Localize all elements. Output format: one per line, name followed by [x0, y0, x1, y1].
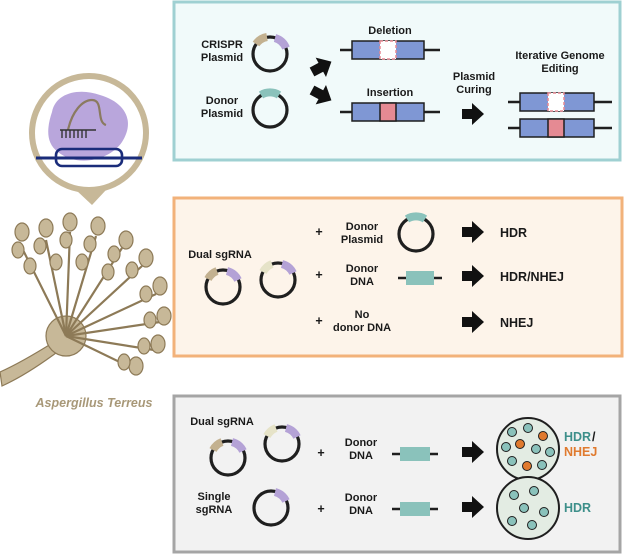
sgrna-plasmid-2: [259, 260, 297, 299]
dual-sgrna-label: Dual sgRNA: [188, 249, 252, 261]
donor-plasmid-row-1: [397, 212, 435, 253]
insertion-locus: [340, 102, 440, 122]
dual-sgrna-plasmid-1: [209, 438, 247, 477]
conidiophore: [0, 212, 172, 387]
edited-locus-deletion: [508, 92, 612, 112]
colony-mixed-outcome: [496, 417, 560, 481]
single-sgrna-label-2: sgRNA: [196, 504, 233, 516]
plasmid-curing-label-1: Plasmid: [453, 71, 495, 83]
outcome-hdr: HDR: [500, 226, 527, 240]
donor-dna-label-row2-2: DNA: [350, 276, 374, 288]
dual-sgrna-label-p3: Dual sgRNA: [190, 416, 254, 428]
outcome-hdr-nhej: HDR/NHEJ: [500, 270, 564, 284]
crispr-plasmid: [251, 33, 290, 73]
donor-dna-p3-row-2: [392, 502, 438, 516]
iterative-editing-label-1: Iterative Genome: [515, 50, 604, 62]
donor-dna-p3-row1-1: Donor: [345, 437, 378, 449]
single-sgrna-label-1: Single: [197, 491, 230, 503]
donor-dna-p3-row2-1: Donor: [345, 492, 378, 504]
crispr-plasmid-label-2: Plasmid: [201, 52, 243, 64]
outcome-slash-p3: /: [592, 430, 596, 444]
colony-hdr-outcome: [496, 476, 560, 540]
no-donor-label-2: donor DNA: [333, 322, 391, 334]
panel-sgrna-comparison: Dual sgRNA + Donor DNA: [172, 394, 622, 554]
outcome-hdr-only-p3: HDR: [564, 501, 591, 515]
panel-plasmid-editing: CRISPR Plasmid Donor Plasmid Deletion In…: [172, 0, 622, 162]
outcome-nhej-p3: NHEJ: [564, 445, 597, 459]
crispr-plasmid-label-1: CRISPR: [201, 39, 243, 51]
aspergillus-illustration: Aspergillus Terreus: [0, 73, 172, 410]
edited-locus-insertion: [508, 118, 612, 138]
outcome-hdr-p3: HDR: [564, 430, 591, 444]
donor-plasmid: [251, 88, 289, 129]
organism-label: Aspergillus Terreus: [35, 396, 153, 410]
donor-dna-p3-row1-2: DNA: [349, 450, 373, 462]
donor-plasmid-label-row1-2: Plasmid: [341, 234, 383, 246]
plus-row-1: +: [315, 225, 322, 239]
plus-p3-row-1: +: [317, 446, 324, 460]
outcome-nhej: NHEJ: [500, 316, 533, 330]
iterative-editing-label-2: Editing: [541, 63, 578, 75]
donor-plasmid-label-2: Plasmid: [201, 108, 243, 120]
deletion-locus: [340, 40, 440, 60]
sgrna-plasmid-1: [204, 267, 242, 306]
single-sgrna-plasmid: [252, 488, 290, 527]
donor-plasmid-label-row1-1: Donor: [346, 221, 379, 233]
donor-dna-p3-row-1: [392, 447, 438, 461]
donor-dna-label-row2-1: Donor: [346, 263, 379, 275]
plus-row-2: +: [315, 268, 322, 282]
plasmid-curing-label-2: Curing: [456, 84, 491, 96]
deletion-label: Deletion: [368, 25, 412, 37]
no-donor-label-1: No: [355, 309, 370, 321]
nucleus-icon: [36, 91, 142, 168]
guide-rna-comb: [60, 129, 96, 138]
panel-dual-sgrna-donor: Dual sgRNA + Donor Plasmid HDR + Donor D…: [172, 196, 624, 358]
plus-p3-row-2: +: [317, 502, 324, 516]
donor-dna-p3-row2-2: DNA: [349, 505, 373, 517]
plus-row-3: +: [315, 314, 322, 328]
donor-dna-row-2: [398, 271, 442, 285]
dual-sgrna-plasmid-2: [263, 424, 301, 463]
insertion-label: Insertion: [367, 87, 414, 99]
donor-plasmid-label-1: Donor: [206, 95, 239, 107]
